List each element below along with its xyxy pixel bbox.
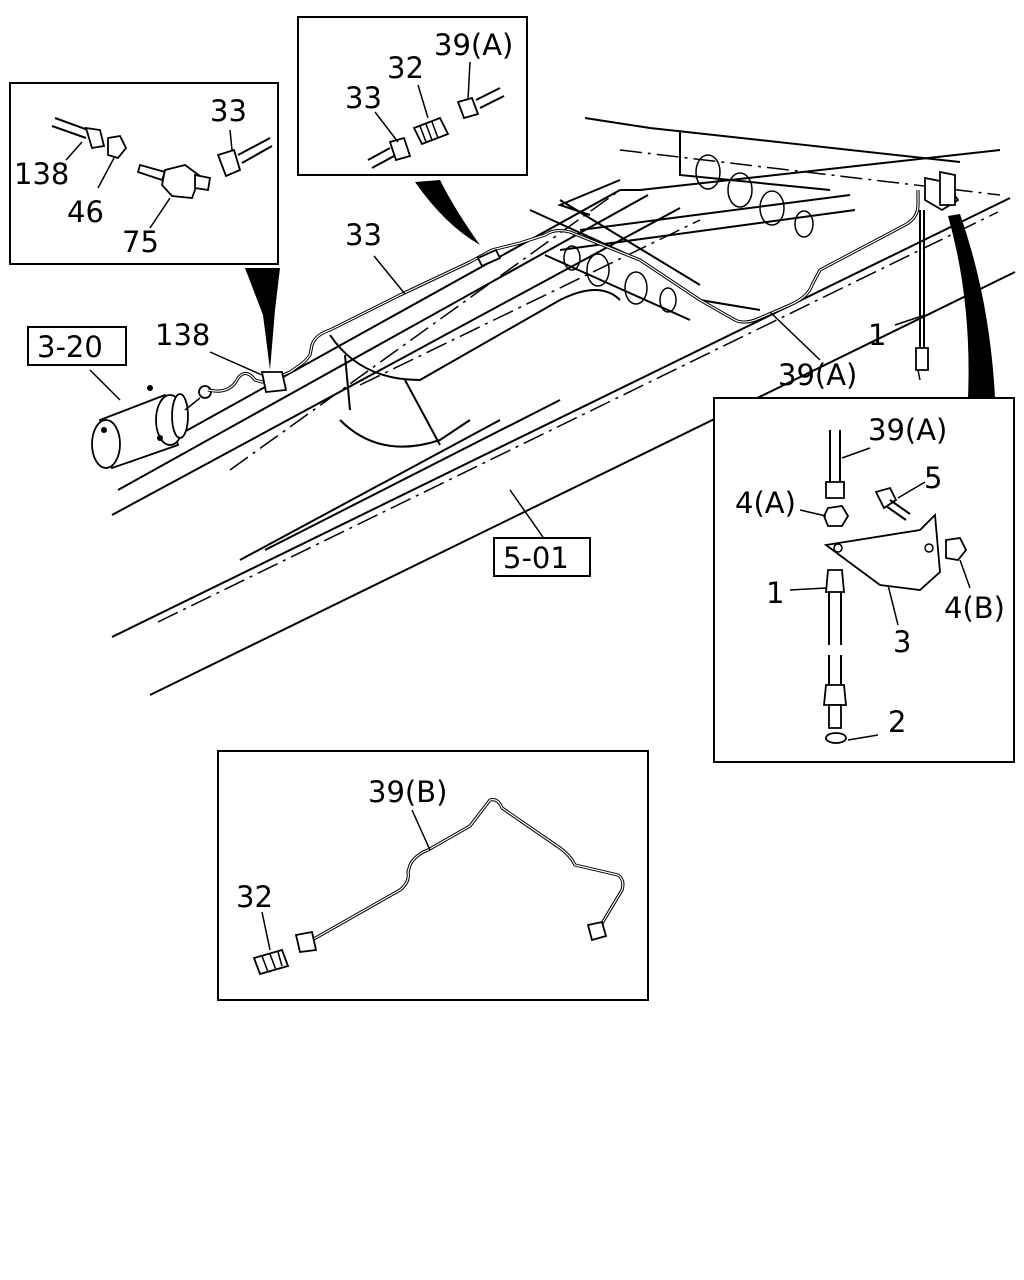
label-33-left: 33 (210, 94, 247, 128)
label-75-left: 75 (122, 225, 159, 259)
label-46-left: 46 (67, 195, 104, 229)
inset-top (297, 16, 528, 176)
svg-text:3-20: 3-20 (37, 330, 103, 364)
label-39a-top: 39(A) (434, 28, 513, 62)
inset-bottom (217, 750, 649, 1001)
svg-text:5-01: 5-01 (503, 541, 569, 575)
label-39a-main: 39(A) (778, 358, 857, 392)
label-1-main: 1 (868, 318, 886, 352)
label-5-right: 5 (924, 461, 942, 495)
brake-chamber (91, 385, 212, 470)
hose-bracket-main (915, 170, 960, 381)
brake-pipe-main (207, 190, 920, 393)
label-4a-right: 4(A) (735, 486, 796, 520)
label-39a-right: 39(A) (868, 413, 947, 447)
label-2-right: 2 (888, 705, 906, 739)
label-32-top: 32 (387, 51, 424, 85)
inset-right (713, 397, 1015, 763)
ref-box-3-20[interactable]: 3-20 (27, 326, 127, 366)
label-33-top: 33 (345, 81, 382, 115)
pointer-wedges (245, 180, 995, 398)
ref-box-5-01[interactable]: 5-01 (493, 537, 591, 577)
label-33-main: 33 (345, 218, 382, 252)
label-4b-right: 4(B) (944, 591, 1005, 625)
inset-left (9, 82, 279, 265)
label-138-left: 138 (14, 157, 69, 191)
label-32-bottom: 32 (236, 880, 273, 914)
label-138-main: 138 (155, 318, 210, 352)
label-3-right: 3 (893, 625, 911, 659)
label-1-right: 1 (766, 576, 784, 610)
chassis-frame (111, 117, 1016, 696)
label-39b-bottom: 39(B) (368, 775, 447, 809)
leader-lines-main (89, 255, 926, 541)
